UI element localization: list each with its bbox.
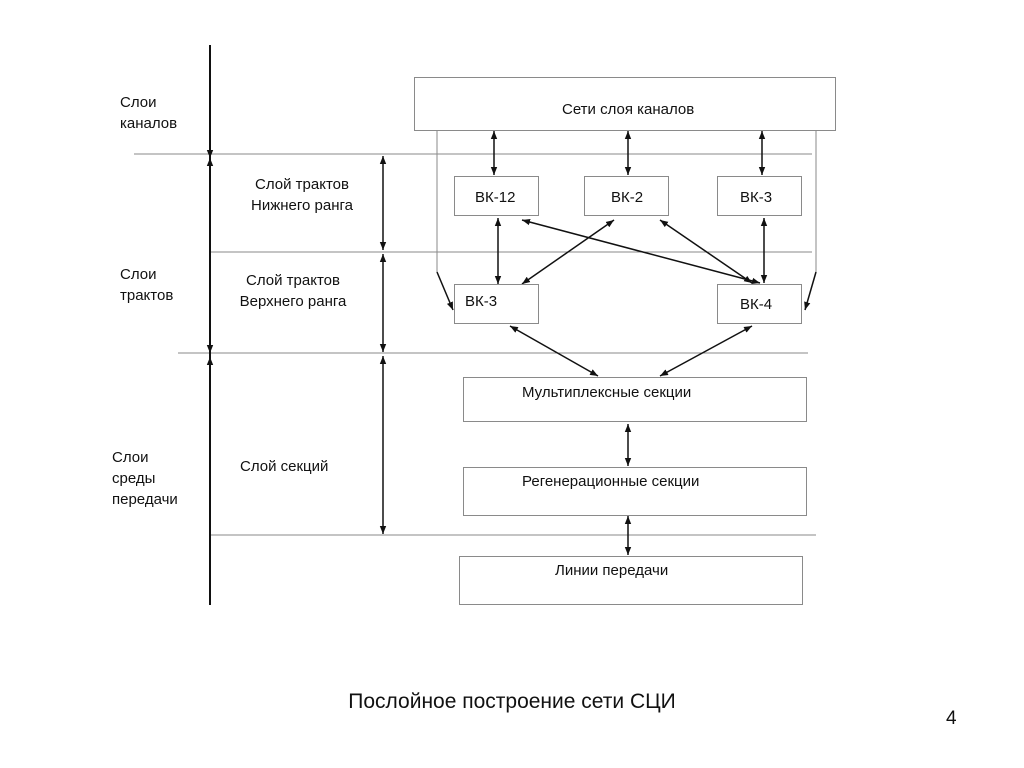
bypass-arrow-right [804, 271, 817, 311]
box-channel-network-label: Сети слоя каналов [562, 101, 695, 118]
label-path-layers: Слои трактов [120, 266, 174, 304]
arrow-vc2-vc3 [521, 219, 615, 285]
arrow-vc3-multiplex [509, 325, 599, 377]
box-vc2-label: ВК-2 [611, 189, 644, 206]
box-vc2: ВК-2 [584, 176, 669, 216]
box-vc3-higher-label: ВК-3 [465, 293, 498, 310]
box-vc12: ВК-12 [454, 176, 539, 216]
box-transmission-lines: Линии передачи [459, 556, 803, 605]
box-transmission-lines-label: Линии передачи [555, 562, 669, 579]
label-sections: Слой секций [240, 458, 329, 475]
box-regenerator-sections-label: Регенерационные секции [522, 473, 700, 490]
box-vc3-higher: ВК-3 [454, 284, 539, 324]
bypass-arrow-left [436, 271, 454, 311]
page-number: 4 [946, 708, 957, 729]
label-channel-layers: Слои каналов [120, 94, 178, 132]
label-lower-order-paths: Слой трактов Нижнего ранга [251, 176, 353, 214]
box-multiplex-sections: Мультиплексные секции [463, 377, 807, 422]
arrow-vc4-multiplex [659, 325, 753, 377]
box-channel-network: Сети слоя каналов [414, 77, 836, 131]
box-multiplex-sections-label: Мультиплексные секции [522, 384, 692, 401]
box-vc12-label: ВК-12 [475, 189, 516, 206]
label-higher-order-paths: Слой трактов Верхнего ранга [239, 272, 347, 310]
box-vc3-lower-label: ВК-3 [740, 189, 773, 206]
label-medium-layers: Слои среды передачи [112, 449, 178, 508]
box-vc4-label: ВК-4 [740, 296, 773, 313]
box-vc3-lower: ВК-3 [717, 176, 802, 216]
box-regenerator-sections: Регенерационные секции [463, 467, 807, 516]
slide-caption: Послойное построение сети СЦИ [348, 690, 676, 713]
arrow-vc2-vc4 [659, 219, 753, 284]
box-vc4: ВК-4 [717, 284, 802, 324]
